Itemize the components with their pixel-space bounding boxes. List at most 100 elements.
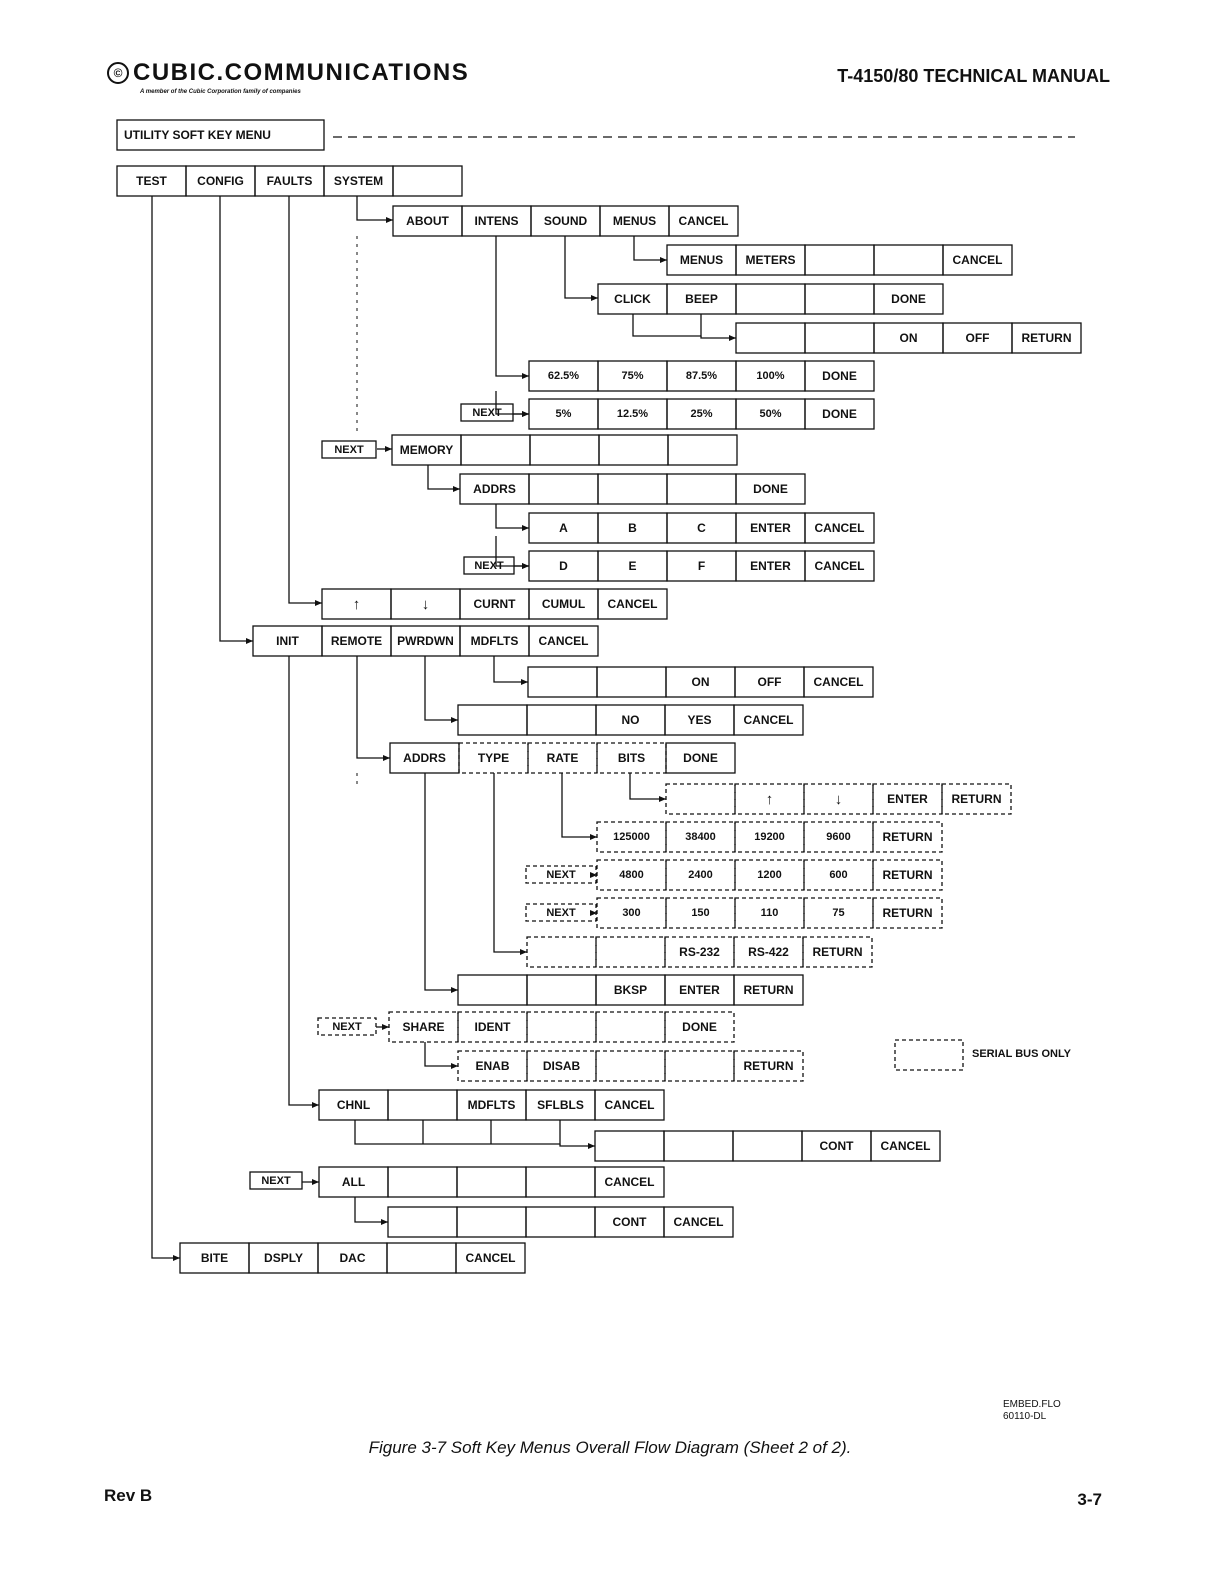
soft-key-label-click-beep-4: RETURN (1021, 331, 1072, 345)
soft-key-label-all-3: CONT (612, 1215, 647, 1229)
soft-key-label-rate-1-3: 9600 (826, 831, 851, 843)
soft-key-label-addrs-1-0: A (559, 521, 568, 535)
connector-line-16 (493, 656, 528, 685)
soft-key-label-remote-next-0: SHARE (402, 1020, 445, 1034)
soft-key-label-addrs-2-1: E (628, 559, 637, 573)
connector-line-15 (424, 656, 458, 723)
soft-key-label-remote-0: ADDRS (403, 751, 446, 765)
soft-key-label-test-0: BITE (200, 1251, 229, 1265)
soft-key-remote-next-4 (664, 1011, 735, 1043)
soft-key-label-init-0: CHNL (336, 1098, 371, 1112)
soft-key-label-faults-3: CUMUL (541, 597, 586, 611)
next-tag-box-1 (321, 440, 377, 459)
soft-key-label-mdflts-2: ON (691, 675, 710, 689)
file-name: EMBED.FLO (1003, 1399, 1061, 1410)
soft-key-addrs-1-4 (804, 512, 875, 544)
soft-key-init-next-2 (456, 1166, 527, 1198)
page-number: 3-7 (1077, 1490, 1102, 1509)
soft-key-label-system-1: INTENS (474, 214, 519, 228)
soft-key-label-rate-1-4: RETURN (882, 830, 933, 844)
soft-key-label-intens-1-3: 100% (756, 370, 785, 382)
soft-key-pwrdwn-4 (733, 704, 804, 736)
soft-key-label-addrs-2-3: ENTER (750, 559, 791, 573)
soft-key-label-system-3: MENUS (612, 214, 657, 228)
soft-key-chnl-4 (870, 1130, 941, 1162)
soft-key-label-test-4: CANCEL (465, 1251, 516, 1265)
connector-line-0 (151, 196, 180, 1261)
soft-key-system-next-3 (598, 434, 669, 466)
file-id: EMBED.FLO 60110-DL (1003, 1399, 1061, 1423)
next-tag-label-3: NEXT (546, 868, 576, 881)
soft-key-chnl-1 (663, 1130, 734, 1162)
soft-key-label-remote-next-1: IDENT (474, 1020, 511, 1034)
connector-line-23 (559, 1143, 595, 1149)
soft-key-remote-addrs-4 (733, 974, 804, 1006)
soft-key-label-rate-2-1: 2400 (688, 869, 713, 881)
soft-key-label-type-4: RETURN (812, 945, 863, 959)
soft-key-memory-3 (666, 473, 737, 505)
soft-key-label-sound-4: DONE (891, 292, 926, 306)
soft-key-label-rate-1-2: 19200 (754, 831, 785, 843)
soft-key-label-intens-1-4: DONE (822, 369, 857, 383)
soft-key-label-intens-2-0: 5% (555, 408, 572, 420)
soft-key-label-addrs-2-4: CANCEL (814, 559, 865, 573)
next-tag-box-5 (317, 1017, 377, 1036)
soft-key-label-sound-1: BEEP (685, 292, 718, 306)
soft-key-click-beep-4 (1011, 322, 1082, 354)
next-tag-label-5: NEXT (332, 1020, 362, 1033)
connector-line-18 (493, 773, 527, 955)
soft-key-remote-next-2 (526, 1011, 597, 1043)
soft-key-label-rate-3-3: 75 (832, 907, 845, 919)
soft-key-label-remote-next-4: DONE (682, 1020, 717, 1034)
connector-line-5 (564, 236, 598, 301)
soft-key-intens-1-4 (804, 360, 875, 392)
connector-line-17 (424, 773, 458, 993)
connector-line-2 (288, 196, 322, 606)
soft-key-label-share-4: RETURN (743, 1059, 794, 1073)
soft-key-label-memory-0: ADDRS (473, 482, 516, 496)
soft-key-addrs-2-4 (804, 550, 875, 582)
soft-key-config-4 (528, 625, 599, 657)
soft-key-label-addrs-1-3: ENTER (750, 521, 791, 535)
soft-key-label-addrs-1-4: CANCEL (814, 521, 865, 535)
soft-key-pwrdwn-1 (526, 704, 597, 736)
soft-key-label-type-3: RS-422 (748, 945, 789, 959)
soft-key-label-memory-4: DONE (753, 482, 788, 496)
soft-key-label-init-2: MDFLTS (467, 1098, 516, 1112)
soft-key-faults-4 (597, 588, 668, 620)
soft-key-mdflts-4 (803, 666, 874, 698)
soft-key-all-1 (456, 1206, 527, 1238)
connector-line-22 (354, 1120, 561, 1145)
soft-key-label-addrs-2-0: D (559, 559, 568, 573)
soft-key-test-3 (386, 1242, 457, 1274)
menu-title: UTILITY SOFT KEY MENU (124, 128, 271, 142)
soft-key-label-rate-3-0: 300 (622, 907, 641, 919)
soft-key-type-4 (802, 936, 873, 968)
soft-key-label-rate-2-0: 4800 (619, 869, 644, 881)
soft-key-label-rate-2-2: 1200 (757, 869, 782, 881)
company-name: CUBIC.COMMUNICATIONS (133, 59, 470, 86)
soft-key-label-pwrdwn-4: CANCEL (743, 713, 794, 727)
soft-key-label-system-0: ABOUT (406, 214, 449, 228)
soft-key-label-mdflts-4: CANCEL (813, 675, 864, 689)
soft-key-mdflts-1 (596, 666, 667, 698)
soft-key-label-remote-addrs-3: ENTER (679, 983, 720, 997)
soft-key-label-faults-0: ↑ (352, 595, 361, 613)
soft-key-label-addrs-1-2: C (697, 521, 706, 535)
soft-key-init-next-3 (525, 1166, 596, 1198)
soft-key-chnl-0 (594, 1130, 665, 1162)
soft-key-label-system-2: SOUND (543, 214, 588, 228)
soft-key-label-all-4: CANCEL (673, 1215, 724, 1229)
connector-line-1 (219, 196, 253, 644)
soft-key-label-bits-1: ↑ (765, 790, 774, 808)
soft-key-remote-addrs-1 (526, 974, 597, 1006)
soft-key-label-remote-addrs-2: BKSP (613, 983, 648, 997)
soft-key-label-test-1: DSPLY (264, 1251, 303, 1265)
connector-line-20 (629, 773, 666, 802)
soft-key-label-sound-0: CLICK (614, 292, 651, 306)
soft-key-label-intens-1-0: 62.5% (547, 370, 580, 382)
soft-key-label-pwrdwn-2: NO (621, 713, 640, 727)
cubic-logo-icon: © (107, 62, 129, 84)
soft-key-sound-4 (873, 283, 944, 315)
